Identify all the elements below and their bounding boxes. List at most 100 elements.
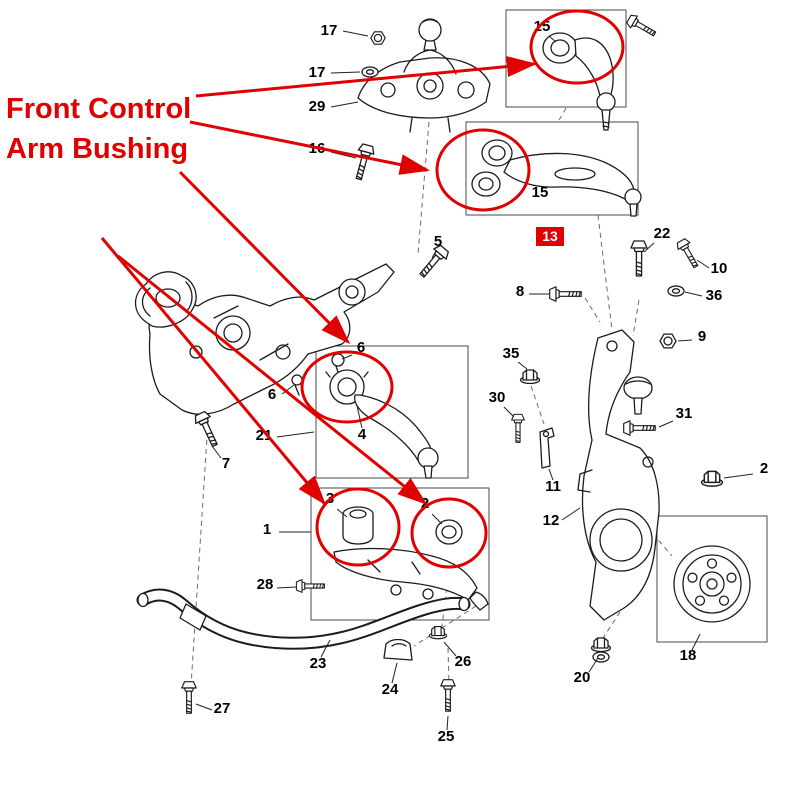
leader-line [281, 384, 295, 395]
leader-line [211, 445, 222, 459]
bolt-22 [630, 240, 648, 277]
leader-line [276, 431, 315, 438]
upper-arm-bracket [357, 18, 491, 133]
highlight-layer [100, 9, 625, 569]
bolt-31 [623, 420, 656, 436]
bolt-7 [192, 409, 223, 450]
part-label-6: 6 [357, 339, 365, 356]
bolt-10 [674, 236, 703, 271]
detail-box-hub [656, 515, 768, 643]
leader-line [276, 586, 297, 589]
leader-line [561, 507, 581, 521]
part-label-30: 30 [489, 389, 506, 406]
detail-box-top [505, 9, 627, 108]
highlight-arrow [195, 56, 537, 98]
leader-line [696, 259, 710, 269]
washer-36 [667, 285, 685, 297]
bracket-11 [539, 427, 555, 469]
leader-line [320, 639, 331, 658]
highlight-arrow [100, 237, 326, 506]
leader-line [342, 30, 369, 37]
rear-lower-arm [325, 369, 439, 479]
bolt-8 [549, 286, 582, 302]
leader-line [431, 513, 443, 525]
part-label-2: 2 [760, 460, 768, 477]
part-label-15: 15 [532, 184, 549, 201]
leader-line [588, 657, 599, 673]
part-label-26: 26 [455, 653, 472, 670]
leader-line [330, 151, 357, 159]
leader-line [658, 420, 674, 428]
nut-17 [370, 31, 386, 45]
part-label-31: 31 [676, 405, 693, 422]
part-label-22: 22 [654, 225, 671, 242]
part-label-4: 4 [358, 426, 367, 443]
highlight-ellipse [435, 128, 531, 212]
part-label-12: 12 [543, 512, 560, 529]
highlight-arrow [189, 120, 430, 175]
leader-line [195, 703, 213, 711]
bolt-25 [440, 679, 456, 712]
leader-line [330, 71, 361, 74]
leader-line [446, 715, 449, 731]
annotation-title-line2: Arm Bushing [6, 133, 188, 165]
steering-knuckle [577, 329, 660, 621]
leader-line [548, 35, 557, 43]
highlight-ellipse [529, 9, 625, 85]
construction-lines [190, 107, 673, 687]
front-control-arm [471, 139, 642, 217]
stabilizer-bar [136, 588, 471, 650]
part-label-7: 7 [222, 455, 230, 472]
part-label-29: 29 [309, 98, 326, 115]
leader-layer [195, 30, 754, 731]
bolt-30 [511, 413, 525, 443]
leader-line [391, 662, 398, 684]
part-label-27: 27 [214, 700, 231, 717]
callout-label: 13 [542, 228, 558, 244]
part-label-35: 35 [503, 345, 520, 362]
leader-line [336, 508, 348, 518]
leader-line [356, 405, 363, 429]
part-label-9: 9 [698, 328, 706, 345]
highlight-arrow [117, 254, 428, 505]
part-label-5: 5 [434, 233, 442, 250]
leader-line [723, 473, 754, 479]
annotation-title-line1: Front Control [6, 93, 191, 125]
nut-2-right [700, 470, 724, 487]
upper-link-rear [542, 32, 616, 131]
highlight-ellipse [410, 497, 488, 569]
bolt-pinch [624, 12, 659, 41]
part-label-23: 23 [310, 655, 327, 672]
detail-box-arm [465, 121, 639, 216]
part-label-8: 8 [516, 283, 524, 300]
leader-line [431, 250, 437, 259]
nut-35 [519, 369, 541, 385]
leader-line [643, 242, 655, 253]
leader-line [548, 468, 554, 481]
nut-20 [590, 637, 612, 653]
part-label-25: 25 [438, 728, 455, 745]
leader-line [330, 101, 359, 108]
part-label-6: 6 [268, 386, 276, 403]
bolt-16 [350, 142, 377, 182]
washer-17 [361, 66, 379, 78]
part-label-11: 11 [545, 478, 561, 495]
part-label-21: 21 [256, 427, 273, 444]
leader-line [443, 641, 457, 657]
tie-rod-ball-joint [623, 376, 653, 415]
part-label-18: 18 [680, 647, 697, 664]
callout-box [536, 227, 564, 246]
callout-13: 13 [536, 227, 564, 246]
washer-20 [592, 651, 610, 663]
leader-line [691, 633, 701, 651]
nut-9 [659, 333, 677, 349]
lower-control-arm [333, 506, 489, 611]
part-label-20: 20 [574, 669, 591, 686]
subframe [148, 263, 395, 415]
leader-line [341, 354, 353, 360]
wheel-hub [673, 545, 751, 623]
leader-line [684, 291, 703, 297]
